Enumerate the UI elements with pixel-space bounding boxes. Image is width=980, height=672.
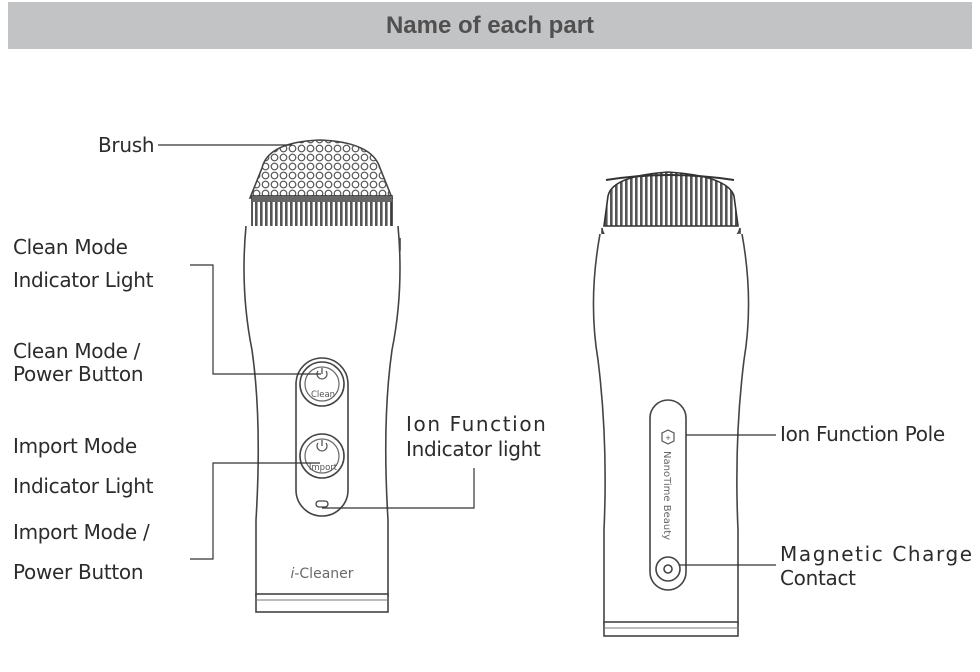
clean-button-label-line1: Clean Mode / [13, 339, 141, 363]
clean-button-label-line2: Power Button [13, 362, 144, 386]
header-bar: Name of each part [8, 2, 972, 49]
import-indicator-label-line1: Import Mode [13, 434, 137, 458]
brand-suffix: -Cleaner [294, 566, 353, 582]
ion-indicator-slot [315, 500, 329, 508]
back-logo-text: NanoTime Beauty [661, 451, 672, 540]
nanotime-logo-icon: + [661, 429, 675, 445]
import-indicator-label-line2: Indicator Light [13, 474, 154, 498]
front-base [255, 593, 389, 613]
front-device [243, 139, 401, 613]
charge-contact-label-line1: Magnetic Charge [780, 542, 974, 566]
brand-prefix: i [290, 566, 294, 582]
lower-bracket [190, 462, 320, 560]
clean-indicator-label-line1: Clean Mode [13, 235, 128, 259]
charge-contact-label-line2: Contact [780, 566, 856, 590]
ion-pole-label: Ion Function Pole [780, 422, 945, 446]
back-device: + [592, 171, 750, 637]
ion-indicator-leader [322, 468, 475, 509]
brush-label: Brush [98, 133, 155, 157]
page-title: Name of each part [385, 11, 595, 39]
clean-button-caption: Clean [311, 390, 335, 400]
leader-lines [158, 144, 776, 566]
back-base [603, 621, 739, 637]
upper-bracket [190, 264, 321, 375]
ion-indicator-label-line1: Ion Function [406, 412, 548, 436]
ion-indicator-label-line2: Indicator light [406, 437, 541, 461]
ion-function-pole [649, 399, 687, 591]
import-button-caption: Import [309, 463, 338, 473]
brush-head [248, 139, 394, 243]
import-button-label-line2: Power Button [13, 560, 144, 584]
brand-text: i-Cleaner [290, 566, 353, 582]
svg-text:+: + [665, 434, 671, 442]
clean-indicator-label-line2: Indicator Light [13, 268, 154, 292]
import-button-label-line1: Import Mode / [13, 520, 150, 544]
